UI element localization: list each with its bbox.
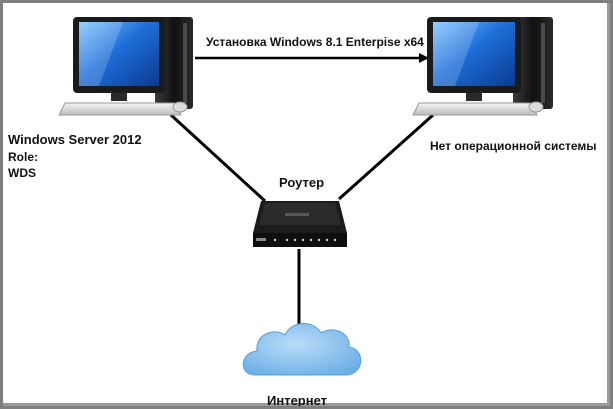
cloud-icon bbox=[242, 323, 362, 376]
install-arrow-label: Установка Windows 8.1 Enterpise x64 bbox=[206, 35, 424, 49]
server-role-label: Role: bbox=[8, 150, 38, 164]
router-label: Роутер bbox=[279, 175, 325, 190]
client-router-link bbox=[338, 113, 434, 201]
router-icon bbox=[253, 201, 347, 247]
internet-label: Интернет bbox=[267, 393, 328, 408]
server-name: Windows Server 2012 bbox=[8, 132, 142, 147]
client-computer-icon bbox=[412, 17, 553, 116]
diagram-graphics bbox=[58, 17, 553, 376]
client-name: Нет операционной системы bbox=[430, 139, 597, 153]
server-router-link bbox=[169, 113, 267, 203]
server-role-value: WDS bbox=[8, 166, 36, 180]
server-computer-icon bbox=[58, 17, 193, 116]
